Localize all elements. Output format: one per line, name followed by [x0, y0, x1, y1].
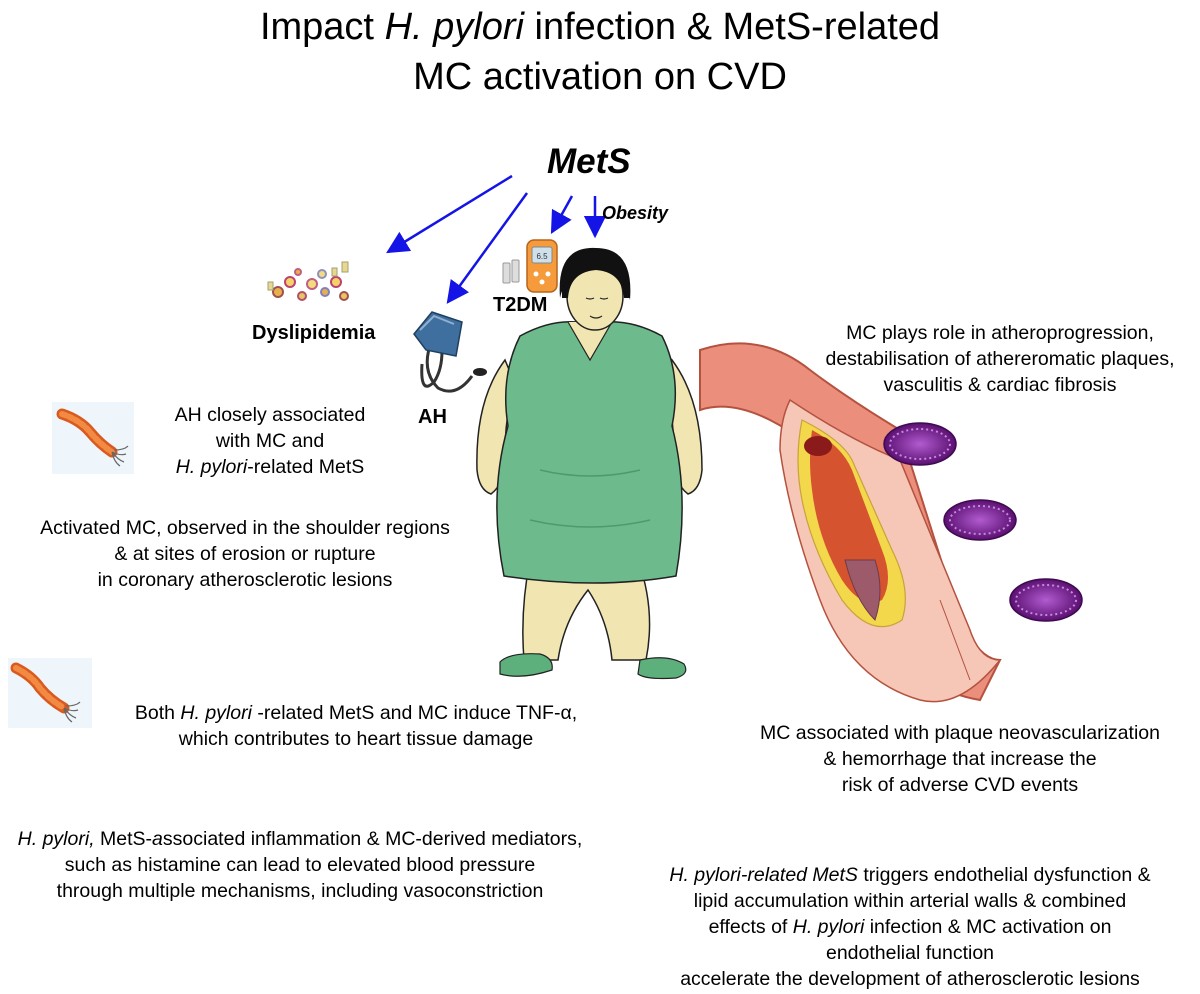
- blood-pressure-cuff-icon: [413, 311, 487, 393]
- text-line: triggers endothelial dysfunction &: [857, 864, 1151, 886]
- text-line: lipid accumulation within arterial walls…: [693, 890, 1127, 912]
- t2dm-label: T2DM: [493, 294, 548, 316]
- text-line: MetS-: [94, 828, 153, 850]
- text-line: in coronary atherosclerotic lesions: [97, 569, 393, 591]
- text-line: -related MetS: [247, 456, 365, 478]
- text-line: Both: [134, 702, 181, 724]
- text-italic: H. pylori: [792, 916, 865, 938]
- title-line2: MC activation on CVD: [413, 56, 787, 98]
- endothelial-text: H. pylori-related MetS triggers endothel…: [620, 862, 1200, 992]
- mast-cell-icon: [883, 422, 957, 466]
- inflammation-text: H. pylori, MetS-associated inflammation …: [0, 826, 600, 904]
- artery-plaque-illustration: [699, 342, 1002, 703]
- title-line1-prefix: Impact: [259, 6, 385, 48]
- text-italic: H. pylori,: [17, 828, 95, 850]
- mets-label: MetS: [547, 142, 631, 181]
- glucometer-reading: 6.5: [536, 252, 548, 261]
- mast-cell-icon: [943, 499, 1017, 541]
- neovascularization-text: MC associated with plaque neovasculariza…: [720, 720, 1200, 798]
- text-line: & hemorrhage that increase the: [823, 748, 1097, 770]
- text-line: through multiple mechanisms, including v…: [56, 880, 544, 902]
- bacterium-icon: [8, 658, 92, 728]
- mc-role-text: MC plays role in atheroprogression, dest…: [800, 320, 1200, 398]
- dyslipidemia-label: Dyslipidemia: [252, 322, 376, 344]
- text-line: -related MetS and MC induce TNF-α,: [251, 702, 578, 724]
- text-italic: H. pylori: [180, 702, 252, 724]
- title-line1-suffix: infection & MetS-related: [523, 6, 941, 48]
- text-line: Activated MC, observed in the shoulder r…: [40, 517, 450, 539]
- text-line: effects of: [708, 916, 793, 938]
- text-line: vasculitis & cardiac fibrosis: [883, 374, 1117, 396]
- text-italic: a: [152, 828, 163, 850]
- glucometer-icon: 6.5: [502, 239, 558, 293]
- obese-woman-illustration: [476, 247, 703, 680]
- text-line: endothelial function: [825, 942, 995, 964]
- text-line: such as histamine can lead to elevated b…: [64, 854, 536, 876]
- text-line: risk of adverse CVD events: [841, 774, 1079, 796]
- text-line: & at sites of erosion or rupture: [114, 543, 376, 565]
- obesity-label: Obesity: [602, 203, 669, 223]
- text-line: ssociated inflammation & MC-derived medi…: [162, 828, 583, 850]
- tnf-text: Both H. pylori -related MetS and MC indu…: [96, 700, 616, 752]
- text-italic: H. pylori-related MetS: [669, 864, 858, 886]
- text-line: which contributes to heart tissue damage: [178, 728, 534, 750]
- text-line: destabilisation of athereromatic plaques…: [825, 348, 1175, 370]
- bacterium-icon: [52, 402, 134, 474]
- text-italic: H. pylori: [175, 456, 248, 478]
- title-line1-italic: H. pylori: [384, 6, 524, 48]
- text-line: with MC and: [215, 430, 325, 452]
- text-line: MC plays role in atheroprogression,: [846, 322, 1154, 344]
- ah-association-text: AH closely associated with MC and H. pyl…: [150, 402, 390, 480]
- mets-arrows: [386, 174, 607, 304]
- page-title: Impact H. pylori infection & MetS-relate…: [0, 2, 1200, 102]
- lipid-particles-icon: [267, 261, 349, 301]
- activated-mc-text: Activated MC, observed in the shoulder r…: [0, 515, 490, 593]
- text-line: infection & MC activation on: [864, 916, 1112, 938]
- ah-label: AH: [418, 406, 447, 428]
- text-line: MC associated with plaque neovasculariza…: [760, 722, 1160, 744]
- text-line: accelerate the development of atheroscle…: [680, 968, 1140, 990]
- text-line: AH closely associated: [174, 404, 366, 426]
- mast-cell-icon: [1009, 578, 1083, 622]
